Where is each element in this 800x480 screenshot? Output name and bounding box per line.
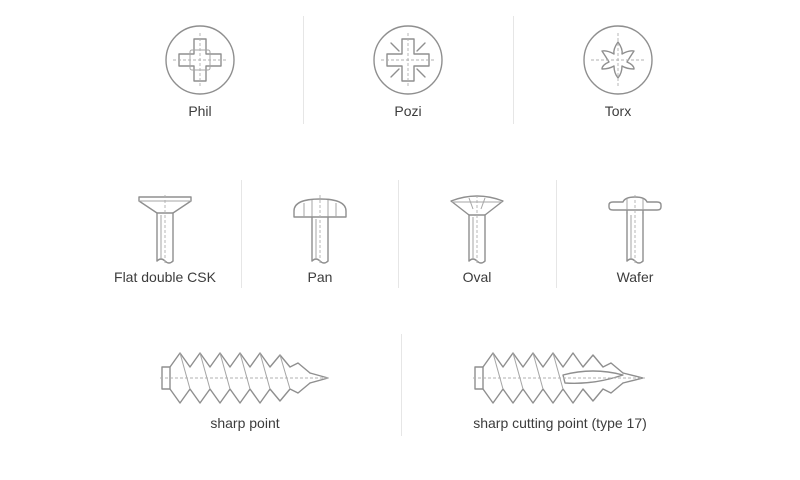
drive-type-label: Pozi: [394, 103, 422, 119]
drive-type-label: Torx: [604, 103, 632, 119]
column-divider: [303, 16, 304, 124]
head-type-flat-double-csk: Flat double CSK: [100, 188, 230, 293]
point-type-label: sharp cutting point (type 17): [473, 415, 647, 431]
phillips-drive-icon: [165, 25, 235, 95]
drive-type-phil: Phil: [120, 20, 280, 130]
flat-double-csk-head-icon: [138, 195, 192, 264]
drive-type-torx: Torx: [538, 20, 698, 130]
sharp-point-screw-icon: [160, 352, 330, 404]
drive-type-pozi: Pozi: [328, 20, 488, 130]
type17-cutting-point-screw-icon: [473, 352, 645, 404]
column-divider: [401, 334, 402, 436]
point-type-cutting-point: sharp cutting point (type 17): [455, 340, 665, 440]
pan-head-icon: [293, 195, 347, 264]
pozidriv-drive-icon: [373, 25, 443, 95]
head-type-label: Oval: [462, 269, 492, 285]
head-type-label: Pan: [307, 269, 333, 285]
head-type-oval: Oval: [412, 188, 542, 293]
head-type-label: Wafer: [616, 269, 654, 285]
wafer-head-icon: [608, 195, 662, 264]
oval-head-icon: [450, 195, 504, 264]
column-divider: [556, 180, 557, 288]
head-type-pan: Pan: [255, 188, 385, 293]
drive-type-label: Phil: [188, 103, 212, 119]
column-divider: [241, 180, 242, 288]
head-type-wafer: Wafer: [570, 188, 700, 293]
head-type-label: Flat double CSK: [114, 269, 216, 285]
point-type-sharp-point: sharp point: [150, 340, 340, 440]
column-divider: [398, 180, 399, 288]
point-type-label: sharp point: [210, 415, 280, 431]
torx-drive-icon: [583, 25, 653, 95]
column-divider: [513, 16, 514, 124]
